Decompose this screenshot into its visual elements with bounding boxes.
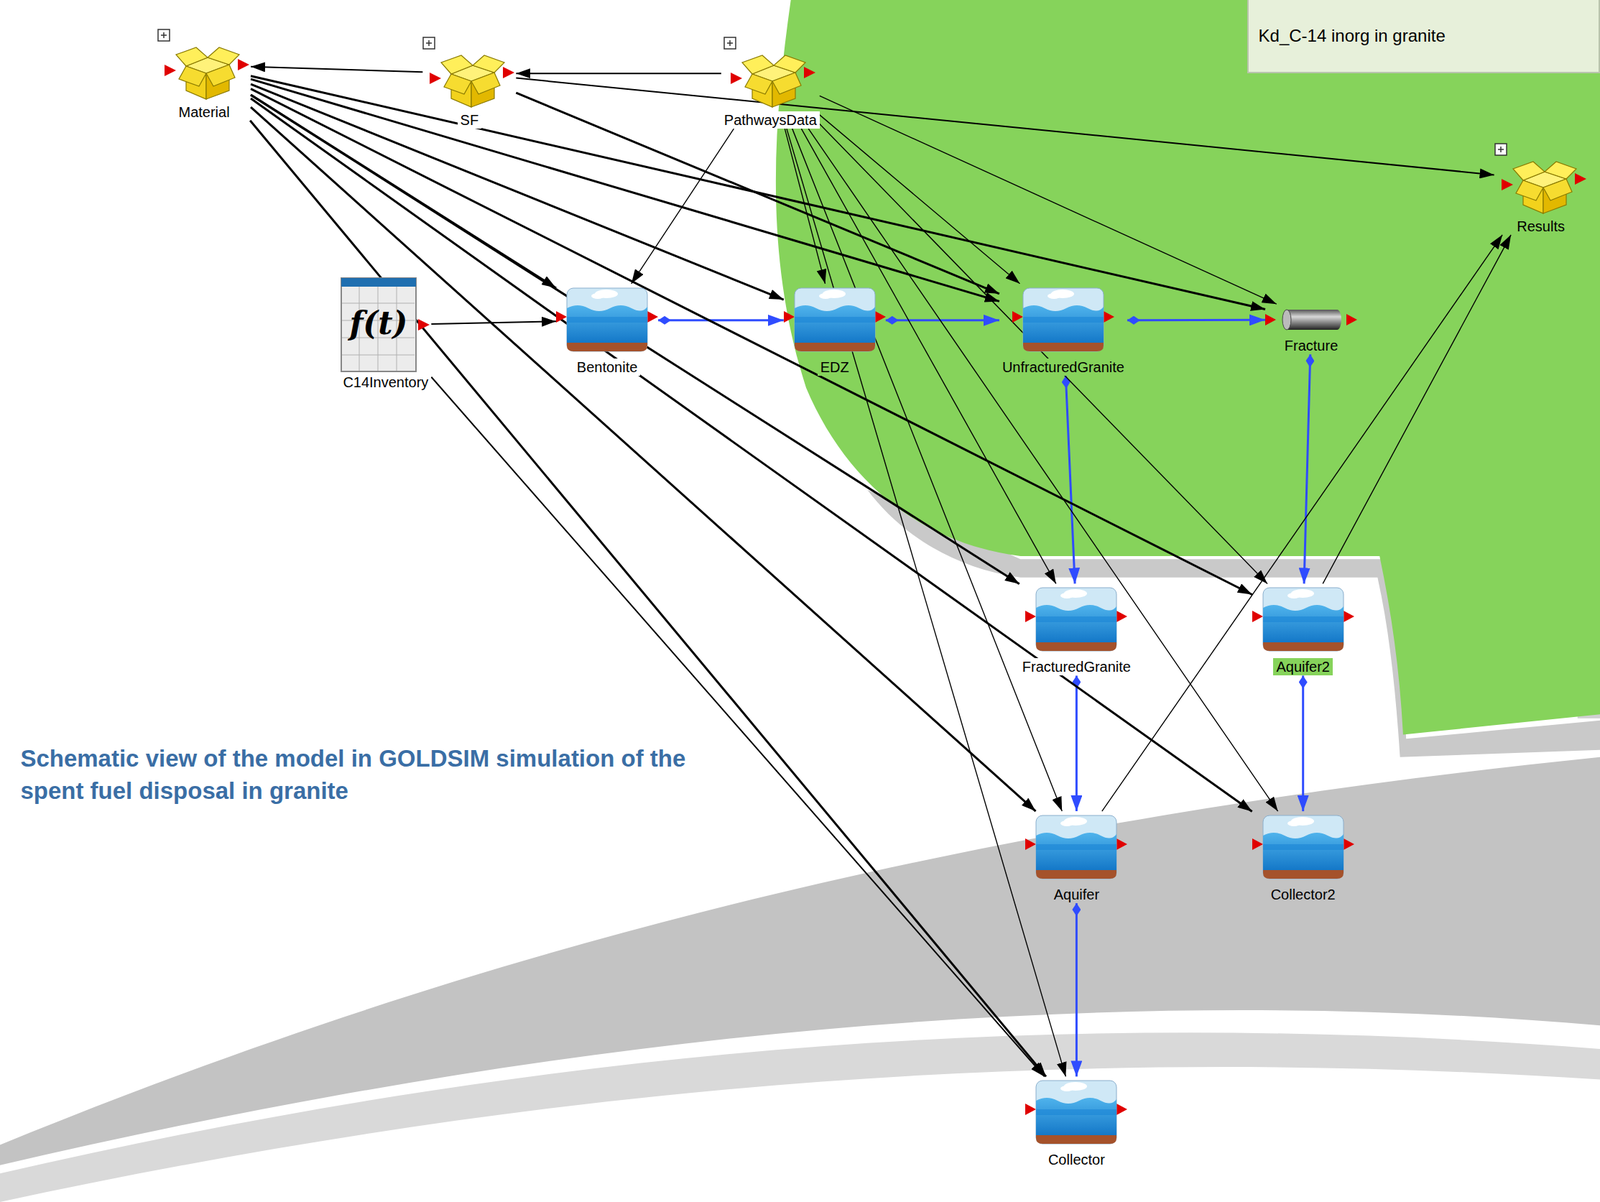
influence-arrow (808, 128, 1278, 812)
data-container-node: Results (1494, 142, 1588, 235)
container-node: Collector (1025, 1076, 1128, 1169)
caption: Schematic view of the model in GOLDSIM s… (20, 742, 725, 808)
container-node: FracturedGranite (1019, 583, 1134, 676)
container-node: UnfracturedGranite (999, 283, 1128, 376)
container-icon (1252, 583, 1355, 657)
container-icon (1025, 1076, 1128, 1150)
node-icon (1012, 283, 1115, 358)
green-region (775, 0, 1600, 735)
influence-arrow (819, 114, 1021, 284)
node-icon: f(t) (340, 277, 431, 373)
node-icon (1025, 583, 1128, 657)
influence-arrow (792, 128, 1062, 812)
influence-arrow (250, 107, 1036, 812)
flow-connector (1075, 675, 1078, 812)
influence-arrow (250, 94, 1020, 585)
node-icon (1025, 1076, 1128, 1150)
node-label: FracturedGranite (1019, 658, 1134, 676)
container-icon (1025, 811, 1128, 885)
pipe-icon (1265, 303, 1358, 336)
function-symbol: f(t) (340, 304, 416, 342)
influence-arrow (515, 72, 721, 75)
influence-arrow (515, 78, 1494, 176)
influence-arrow (250, 98, 1253, 812)
influence-arrow (250, 66, 423, 72)
node-icon (1025, 811, 1128, 885)
node-label: Collector2 (1268, 885, 1339, 904)
pipe-node: Fracture (1265, 303, 1358, 355)
container-node: EDZ (783, 283, 886, 376)
flow-connector (1301, 675, 1304, 812)
influence-arrow (1102, 234, 1503, 812)
node-icon (723, 36, 817, 110)
influence-arrow (515, 92, 1000, 294)
container-icon (1012, 283, 1115, 358)
influence-arrow (250, 79, 1000, 302)
container-node: Aquifer2 (1252, 583, 1355, 676)
node-icon (422, 36, 516, 110)
container-box-icon (422, 36, 516, 110)
container-node: Bentonite (556, 283, 659, 376)
influence-arrow (1322, 234, 1511, 585)
flow-connector (658, 318, 784, 322)
influence-arrow (250, 89, 1253, 595)
container-box-icon (1494, 142, 1588, 217)
container-box-icon (157, 28, 251, 103)
influence-arrow (801, 128, 1056, 584)
node-icon (1265, 303, 1358, 336)
influence-arrow (786, 128, 1066, 1077)
container-icon (1252, 811, 1355, 885)
grey-swoosh (0, 757, 1600, 1166)
node-label: PathwaysData (721, 111, 820, 129)
data-container-node: SF (422, 36, 516, 129)
influence-arrow (250, 84, 784, 300)
influence-arrow (819, 123, 1268, 584)
flow-connector (1303, 354, 1311, 584)
node-label: Aquifer2 (1273, 658, 1333, 676)
node-icon (783, 283, 886, 358)
node-label: Material (175, 103, 233, 121)
node-icon (1252, 811, 1355, 885)
container-node: Aquifer (1025, 811, 1128, 904)
node-label: EDZ (817, 358, 853, 376)
grey-swoosh-light (0, 1032, 1600, 1202)
container-icon (1025, 583, 1128, 657)
data-container-node: Material (157, 28, 251, 121)
node-icon (556, 283, 659, 358)
flow-connector (1075, 903, 1078, 1077)
influence-arrow (819, 95, 1277, 304)
note-panel: Kd_C-14 inorg in granite (1247, 0, 1600, 74)
node-icon (1252, 583, 1355, 657)
node-label: Fracture (1281, 336, 1341, 355)
container-icon (556, 283, 659, 358)
influence-arrow (631, 128, 735, 284)
node-label: Kd_C-14 inorg in granite (1248, 25, 1456, 47)
node-icon (1494, 142, 1588, 217)
node-label: Bentonite (574, 358, 641, 376)
node-label: Results (1513, 217, 1568, 235)
container-box-icon (723, 36, 817, 110)
influence-arrow (431, 377, 1044, 1077)
function-node: f(t) C14Inventory (339, 277, 432, 391)
node-label: Aquifer (1051, 885, 1103, 904)
node-label: Collector (1045, 1150, 1108, 1169)
flow-connector (885, 318, 1000, 322)
node-icon (157, 28, 251, 103)
influence-arrow (784, 128, 825, 284)
container-node: Collector2 (1252, 811, 1355, 904)
node-label: UnfracturedGranite (999, 358, 1128, 376)
flow-connector (1065, 375, 1075, 585)
node-label: C14Inventory (339, 373, 432, 391)
data-container-node: PathwaysData (721, 36, 820, 129)
flow-connector (1127, 318, 1266, 322)
node-label: SF (457, 111, 483, 129)
container-icon (783, 283, 886, 358)
